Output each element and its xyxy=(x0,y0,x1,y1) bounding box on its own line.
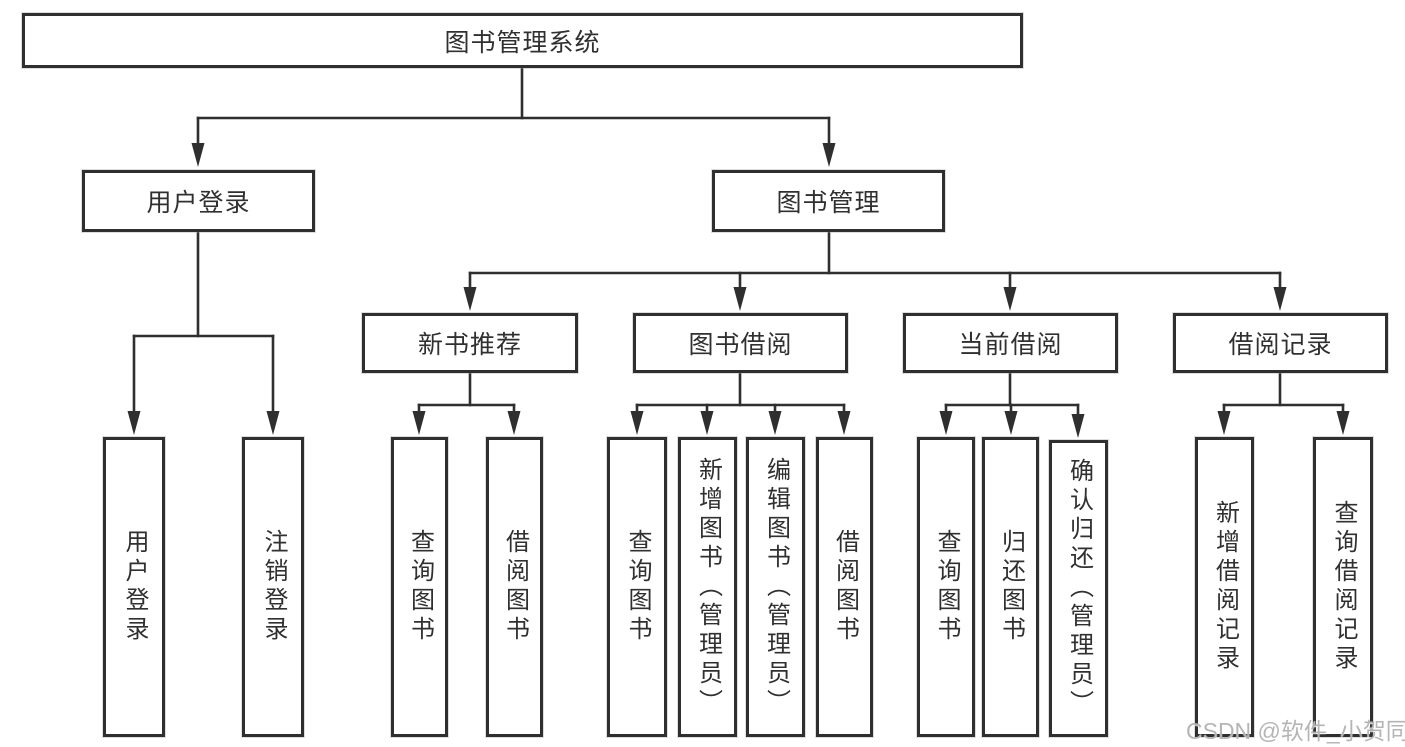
node-current-borrowing: 当前借阅 xyxy=(903,313,1118,373)
leaf-user-login: 用户登录 xyxy=(103,437,165,737)
leaf-edit-book-admin: 编辑图书（管理员） xyxy=(746,437,805,737)
leaf-add-book-admin-label: 新增图书（管理员） xyxy=(694,456,722,718)
leaf-query-books-3: 查询图书 xyxy=(917,437,975,737)
leaf-return-books-label: 归还图书 xyxy=(997,529,1025,645)
leaf-query-borrow-record: 查询借阅记录 xyxy=(1313,437,1373,737)
leaf-add-book-admin: 新增图书（管理员） xyxy=(678,437,737,737)
leaf-query-books-2: 查询图书 xyxy=(607,437,667,737)
node-book-borrowing: 图书借阅 xyxy=(633,313,848,373)
leaf-confirm-return-admin: 确认归还（管理员） xyxy=(1049,440,1108,737)
node-root-label: 图书管理系统 xyxy=(444,28,601,57)
node-user-login-label: 用户登录 xyxy=(146,189,251,217)
node-new-book-recommend: 新书推荐 xyxy=(362,313,578,373)
node-new-book-recommend-label: 新书推荐 xyxy=(417,331,522,359)
leaf-logout-label: 注销登录 xyxy=(260,529,287,645)
node-root: 图书管理系统 xyxy=(22,13,1023,68)
node-current-borrowing-label: 当前借阅 xyxy=(958,331,1063,359)
leaf-confirm-return-admin-label: 确认归还（管理员） xyxy=(1065,458,1093,719)
leaf-query-books-2-label: 查询图书 xyxy=(624,529,651,645)
node-book-borrowing-label: 图书借阅 xyxy=(688,331,793,359)
leaf-user-login-label: 用户登录 xyxy=(121,529,148,645)
node-book-management: 图书管理 xyxy=(712,170,945,232)
leaf-borrow-books-1: 借阅图书 xyxy=(486,437,543,737)
node-user-login: 用户登录 xyxy=(82,170,315,232)
leaf-borrow-books-2-label: 借阅图书 xyxy=(831,529,859,645)
leaf-query-books-3-label: 查询图书 xyxy=(933,529,960,645)
leaf-add-borrow-record: 新增借阅记录 xyxy=(1195,437,1254,737)
leaf-return-books: 归还图书 xyxy=(982,437,1039,737)
leaf-query-books-1-label: 查询图书 xyxy=(406,529,434,645)
watermark: CSDN @软件_小贺同学 xyxy=(1186,718,1405,744)
leaf-query-borrow-record-label: 查询借阅记录 xyxy=(1330,500,1357,674)
leaf-add-borrow-record-label: 新增借阅记录 xyxy=(1211,500,1239,674)
node-borrowing-records-label: 借阅记录 xyxy=(1228,331,1333,359)
leaf-borrow-books-1-label: 借阅图书 xyxy=(501,529,529,645)
leaf-borrow-books-2: 借阅图书 xyxy=(816,437,873,737)
leaf-logout: 注销登录 xyxy=(242,437,304,737)
node-borrowing-records: 借阅记录 xyxy=(1173,313,1388,373)
node-book-management-label: 图书管理 xyxy=(776,189,881,217)
leaf-edit-book-admin-label: 编辑图书（管理员） xyxy=(762,456,790,718)
leaf-query-books-1: 查询图书 xyxy=(391,437,448,737)
